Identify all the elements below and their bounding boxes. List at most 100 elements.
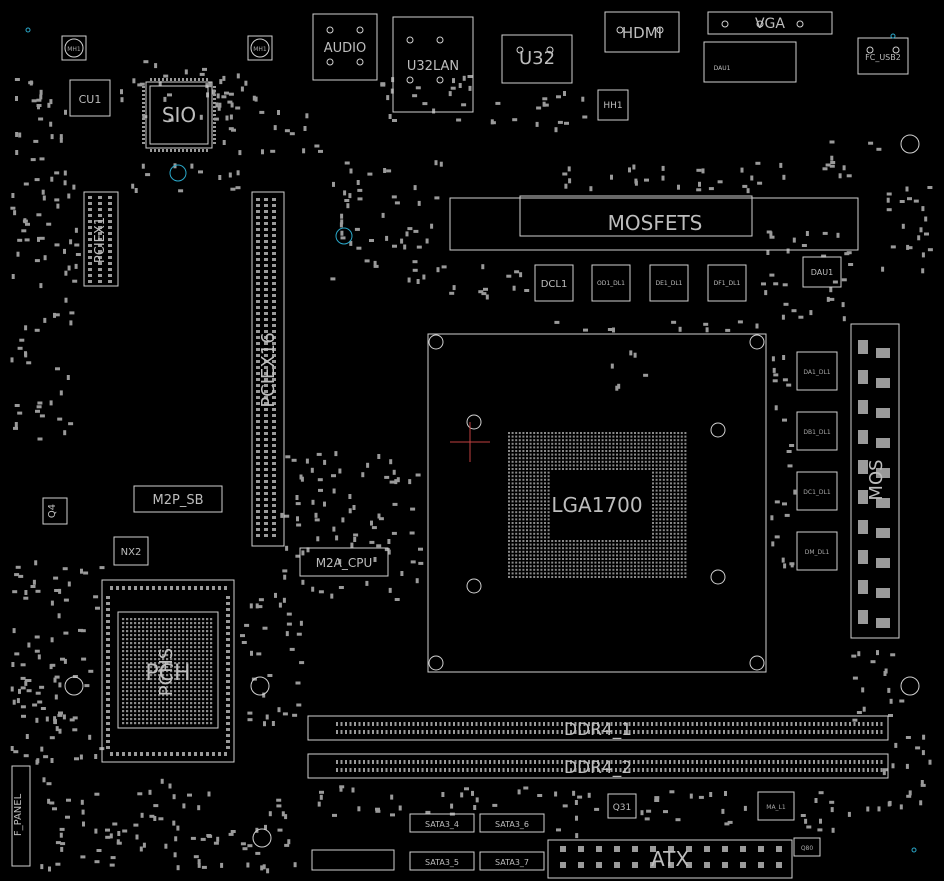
ddr-pin [525, 760, 527, 764]
smd-pad [63, 170, 67, 176]
pch-ball [158, 694, 161, 697]
pciex16-slot [251, 191, 285, 547]
pch-ball [194, 630, 197, 633]
lga-pad [637, 432, 640, 434]
ddr-pin [876, 722, 878, 726]
lga-pad [623, 450, 626, 452]
smd-pad [917, 235, 921, 241]
ddr-pin [381, 722, 383, 726]
lga-pad [529, 514, 532, 517]
ddr-pin [570, 722, 572, 726]
smd-pad [412, 260, 418, 264]
pcie-pin [108, 262, 112, 265]
smd-pad [866, 806, 870, 812]
pch-ball [138, 702, 141, 705]
lga-pad [544, 460, 546, 463]
lga-pad [673, 471, 676, 474]
lga-pad [529, 565, 532, 568]
lga-pad [544, 432, 546, 434]
lga-pad [666, 504, 669, 506]
lga-pad [533, 536, 536, 539]
pch-ball [154, 682, 157, 685]
pcie-pin [256, 516, 260, 519]
lga-pad [587, 468, 590, 470]
pch-ball [190, 638, 193, 641]
lga-pad [565, 550, 568, 553]
pcie-pin [272, 294, 276, 297]
smd-pad [94, 828, 98, 834]
lga-pad [533, 558, 536, 560]
lga-pad [641, 568, 644, 571]
smd-pad [830, 155, 834, 161]
pch-ball [126, 718, 129, 721]
lga-pad [670, 554, 672, 557]
label-atx: ATX [651, 847, 689, 871]
pch-ball [166, 718, 169, 721]
smd-pad [781, 314, 785, 320]
ddr-pin [570, 760, 572, 764]
smd-pad [228, 832, 234, 836]
sio-pin [194, 149, 196, 152]
lga-pad [515, 576, 518, 578]
lga-pad [554, 464, 557, 467]
lga-pad [587, 565, 590, 568]
lga-pad [562, 568, 564, 571]
pcie-pin [256, 504, 260, 507]
smd-pad [23, 596, 29, 600]
smd-pad [53, 677, 57, 683]
smd-pad [58, 682, 62, 688]
pch-ball [170, 642, 173, 645]
lga-pad [670, 558, 672, 560]
lga-pad [533, 453, 536, 456]
pcie-pin [264, 204, 268, 207]
lga-pad [544, 529, 546, 532]
lga-pad [544, 489, 546, 492]
lga-pad [673, 504, 676, 506]
smd-pad [74, 263, 78, 269]
pcie-pin [272, 234, 276, 237]
ddr-pin [867, 768, 869, 772]
lga-pad [684, 464, 687, 467]
lga-pad [598, 550, 600, 553]
lga-pad [670, 572, 672, 575]
lga-pad [655, 460, 658, 463]
label-pciex1: PCIEX1 [93, 217, 108, 263]
lga-pad [576, 450, 579, 452]
ddr-pin [745, 768, 748, 772]
ddr-pin [520, 768, 523, 772]
ddr-pin [417, 722, 419, 726]
pcie-pin [108, 256, 112, 259]
pch-ball [126, 650, 129, 653]
smd-pad [120, 89, 123, 95]
pch-ball [182, 678, 185, 681]
lga-pad [605, 450, 608, 452]
lga-pad [648, 446, 651, 449]
lga-pad [644, 540, 647, 542]
lga-pad [551, 457, 554, 460]
pcie-pin [272, 474, 276, 477]
lga-pad [526, 514, 528, 517]
smd-pad [285, 455, 291, 459]
lga-pad [662, 576, 665, 578]
ddr-pin [682, 722, 685, 726]
atx-pin [704, 846, 710, 852]
lga-pad [526, 565, 528, 568]
lga-pad [648, 457, 651, 460]
lga-pad [662, 561, 665, 564]
smd-pad [15, 565, 21, 569]
lga-pad [522, 446, 525, 449]
smd-pad [387, 549, 391, 555]
pch-ball [210, 670, 213, 673]
smd-pad [254, 96, 258, 102]
smd-pad [478, 290, 484, 294]
lga-pad [662, 504, 665, 506]
lga-pad [662, 565, 665, 568]
lga-pad [558, 554, 561, 557]
sio-pin [213, 122, 216, 124]
ddr-pin [516, 730, 518, 734]
smd-pad [295, 495, 299, 500]
smd-pad [886, 192, 892, 196]
pch-ball [198, 686, 201, 689]
smd-pad [64, 297, 68, 303]
smd-pad [63, 658, 67, 664]
